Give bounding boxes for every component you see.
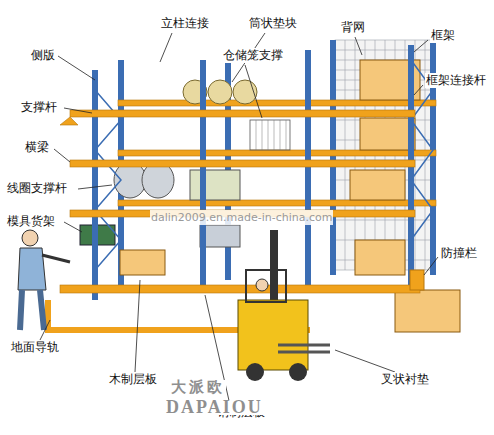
part-label: 叉状衬垫	[380, 372, 430, 387]
part-label: 木制层板	[108, 372, 158, 387]
part-label: 背网	[340, 20, 366, 35]
part-label: 线圈支撑杆	[6, 181, 68, 196]
part-label: 地面导轨	[10, 340, 60, 355]
watermark: dalin2009.en.made-in-china.com	[150, 210, 333, 225]
part-label: 框架连接杆	[425, 73, 487, 88]
leader-line	[40, 33, 438, 405]
guard	[410, 270, 424, 290]
part-label: 筒状垫块	[248, 16, 298, 31]
part-label: 框架	[430, 28, 456, 43]
part-label: 横梁	[24, 140, 50, 155]
part-label: 侧版	[30, 48, 56, 63]
upright	[92, 45, 414, 300]
logo-text: 大派欧	[170, 380, 226, 395]
forklift	[238, 230, 330, 381]
part-label: 立柱连接	[160, 16, 210, 31]
logo-text: DAPAIOU	[165, 400, 264, 415]
part-label: 模具货架	[6, 214, 56, 229]
part-label: 仓储笼支撑	[222, 48, 284, 63]
beam	[60, 110, 420, 293]
part-label: 防撞栏	[440, 246, 478, 261]
person	[18, 230, 70, 330]
part-label: 支撑杆	[20, 100, 58, 115]
